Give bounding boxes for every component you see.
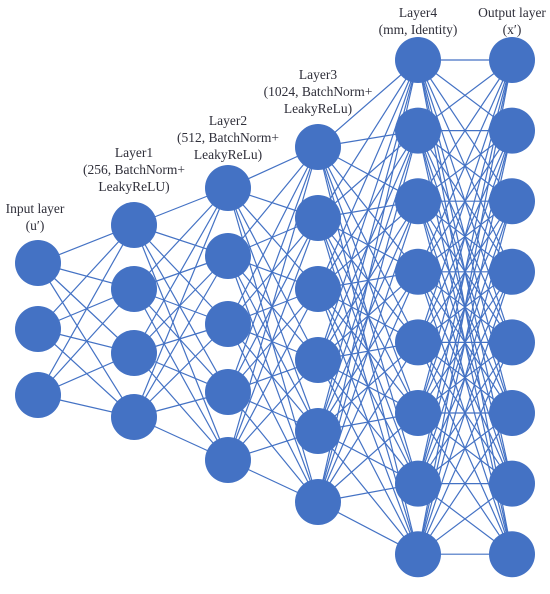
edge-layer2-2-to-layer3-0 xyxy=(227,146,319,325)
node-output-1 xyxy=(489,107,535,154)
edge-input-1-to-layer1-0 xyxy=(37,224,135,330)
label-layer1-line-3: LeakyReLU) xyxy=(98,179,170,194)
node-layer4-2 xyxy=(395,178,441,225)
edge-layer1-0-to-layer2-4 xyxy=(133,224,229,461)
label-layer3: Layer3 (1024, BatchNorm+ LeakyReLu) xyxy=(264,66,373,117)
label-layer3-line-1: Layer3 xyxy=(298,67,338,82)
node-input-0 xyxy=(15,240,61,286)
node-layer1-2 xyxy=(111,330,157,376)
node-output-0 xyxy=(489,37,535,83)
nodes xyxy=(15,37,535,578)
edge-layer4-7-to-output-3 xyxy=(417,271,513,555)
node-layer4-4 xyxy=(395,319,441,366)
label-layer4-line-2: (mm, Identity) xyxy=(378,22,458,37)
node-layer2-4 xyxy=(205,437,251,483)
edge-layer2-1-to-layer3-5 xyxy=(227,255,319,503)
label-input-layer: Input layer (u′) xyxy=(6,200,65,234)
node-layer3-5 xyxy=(295,479,341,525)
node-layer3-4 xyxy=(295,408,341,454)
edge-layer1-1-to-layer2-4 xyxy=(133,288,229,461)
node-layer3-3 xyxy=(295,337,341,383)
edge-layer3-1-to-layer4-0 xyxy=(317,59,419,219)
label-output-layer: Output layer (x′) xyxy=(478,4,546,38)
node-layer3-1 xyxy=(295,195,341,241)
edge-layer3-2-to-layer4-0 xyxy=(317,59,419,290)
edge-layer2-4-to-layer3-1 xyxy=(227,217,319,461)
edge-input-0-to-layer1-3 xyxy=(37,262,135,418)
edge-layer4-4-to-output-0 xyxy=(417,59,513,343)
label-layer3-line-3: LeakyReLu) xyxy=(283,101,353,116)
node-layer2-3 xyxy=(205,369,251,415)
node-layer4-7 xyxy=(395,531,441,578)
node-layer4-1 xyxy=(395,107,441,154)
edge-layer2-0-to-layer3-3 xyxy=(227,187,319,361)
node-output-2 xyxy=(489,178,535,225)
edge-layer2-0-to-layer3-4 xyxy=(227,187,319,432)
edge-layer1-2-to-layer2-4 xyxy=(133,352,229,461)
edge-layer3-3-to-layer4-0 xyxy=(317,59,419,361)
label-layer3-line-2: (1024, BatchNorm+ xyxy=(263,84,373,99)
node-output-6 xyxy=(489,460,535,507)
label-layer2-line-2: (512, BatchNorm+ xyxy=(176,130,280,145)
edge-layer2-4-to-layer3-2 xyxy=(227,288,319,461)
edge-layer4-7-to-output-5 xyxy=(417,412,513,555)
edge-input-2-to-layer1-1 xyxy=(37,288,135,396)
node-layer3-2 xyxy=(295,266,341,312)
label-layer2: Layer2 (512, BatchNorm+ LeakyReLu) xyxy=(177,112,279,163)
node-output-5 xyxy=(489,390,535,436)
label-layer1-line-1: Layer1 xyxy=(114,145,154,160)
edge-layer1-2-to-layer2-0 xyxy=(133,187,229,354)
node-output-3 xyxy=(489,248,535,295)
edge-layer4-7-to-output-4 xyxy=(417,342,513,555)
label-output-line-1: Output layer xyxy=(478,5,546,20)
node-layer2-1 xyxy=(205,233,251,279)
label-layer1: Layer1 (256, BatchNorm+ LeakyReLU) xyxy=(83,144,185,195)
label-input-line-2: (u′) xyxy=(25,218,45,233)
edge-layer1-1-to-layer2-3 xyxy=(133,288,229,393)
edge-layer2-3-to-layer3-5 xyxy=(227,391,319,503)
label-layer2-line-3: LeakyReLu) xyxy=(193,147,263,162)
edge-layer3-5-to-layer4-3 xyxy=(317,271,419,503)
node-layer1-1 xyxy=(111,266,157,312)
label-layer4-line-1: Layer4 xyxy=(398,5,438,20)
edge-input-2-to-layer1-0 xyxy=(37,224,135,396)
label-layer4: Layer4 (mm, Identity) xyxy=(379,4,458,38)
node-layer3-0 xyxy=(295,124,341,170)
edge-layer2-1-to-layer3-0 xyxy=(227,146,319,257)
edge-layer1-3-to-layer2-1 xyxy=(133,255,229,418)
edge-layer2-2-to-layer3-5 xyxy=(227,323,319,503)
node-input-2 xyxy=(15,372,61,418)
edge-layer3-5-to-layer4-2 xyxy=(317,201,419,503)
node-layer2-0 xyxy=(205,165,251,211)
label-input-line-1: Input layer xyxy=(5,201,65,216)
edge-layer4-2-to-output-0 xyxy=(417,59,513,202)
node-layer4-5 xyxy=(395,390,441,436)
node-output-4 xyxy=(489,319,535,366)
node-layer4-0 xyxy=(395,37,441,83)
node-input-1 xyxy=(15,306,61,352)
node-layer4-3 xyxy=(395,248,441,295)
node-layer1-0 xyxy=(111,202,157,248)
edge-layer1-3-to-layer2-0 xyxy=(133,187,229,418)
node-layer1-3 xyxy=(111,394,157,440)
edge-layer4-3-to-output-0 xyxy=(417,59,513,273)
label-layer2-line-1: Layer2 xyxy=(208,113,248,128)
edge-layer1-0-to-layer2-3 xyxy=(133,224,229,393)
edge-layer2-1-to-layer3-4 xyxy=(227,255,319,432)
node-layer2-2 xyxy=(205,301,251,347)
node-output-7 xyxy=(489,531,535,578)
node-layer4-6 xyxy=(395,460,441,507)
label-output-line-2: (x′) xyxy=(502,22,522,37)
label-layer1-line-2: (256, BatchNorm+ xyxy=(82,162,186,177)
edge-layer3-5-to-layer4-4 xyxy=(317,342,419,503)
edge-layer2-2-to-layer3-4 xyxy=(227,323,319,432)
edge-layer2-3-to-layer3-0 xyxy=(227,146,319,393)
